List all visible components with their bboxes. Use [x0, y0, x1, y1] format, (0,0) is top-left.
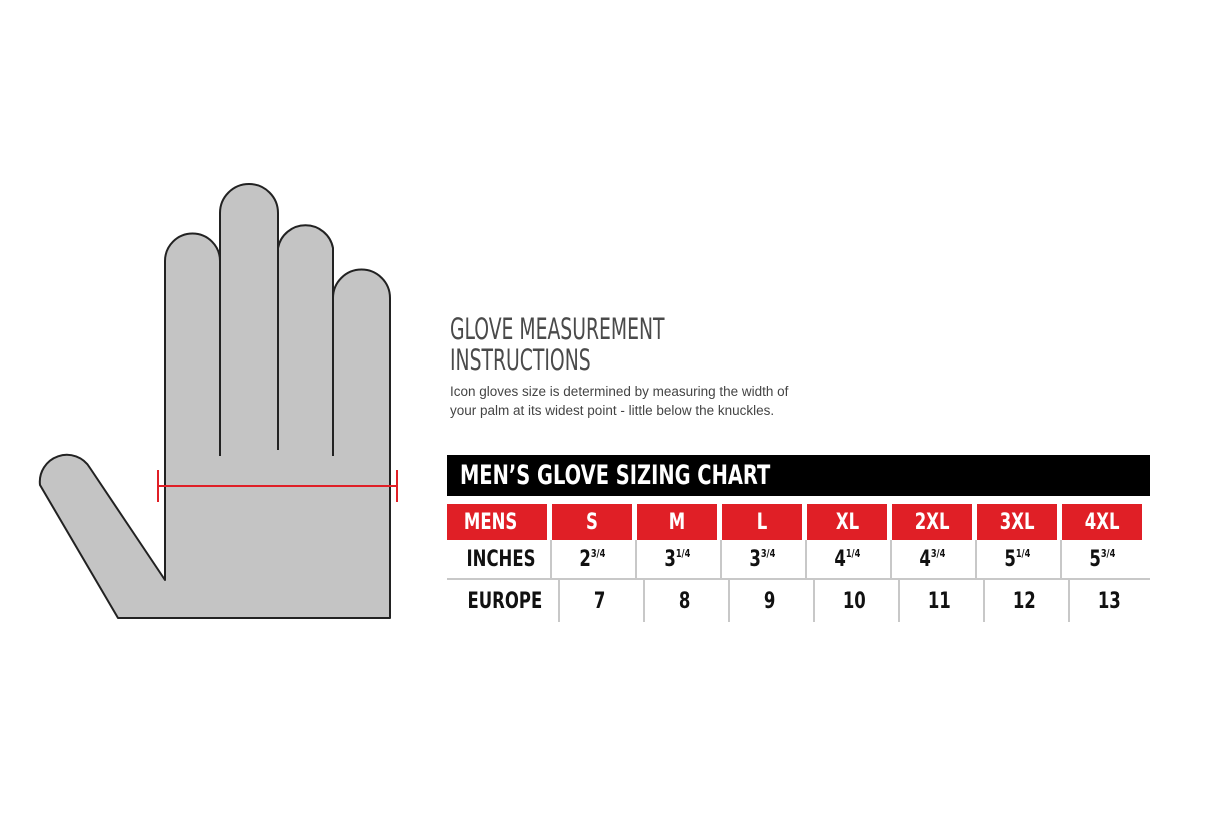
- europe-cell: 12: [982, 580, 1065, 622]
- header-label: MENS: [447, 504, 547, 540]
- size-cell: XL: [807, 504, 887, 540]
- europe-cell: 8: [642, 580, 725, 622]
- instructions-title: GLOVE MEASUREMENT INSTRUCTIONS: [450, 314, 664, 376]
- size-cell: 3XL: [977, 504, 1057, 540]
- europe-cell: 13: [1067, 580, 1150, 622]
- instructions-description: Icon gloves size is determined by measur…: [450, 384, 789, 418]
- size-cell: 2XL: [892, 504, 972, 540]
- inches-cell: 31/4: [635, 540, 717, 578]
- size-cell: 4XL: [1062, 504, 1142, 540]
- sizing-chart-title: MEN’S GLOVE SIZING CHART: [447, 455, 1150, 496]
- palm-measurement-line: [157, 470, 398, 502]
- europe-label: EUROPE: [467, 588, 543, 614]
- title-line-1: GLOVE MEASUREMENT: [450, 312, 665, 346]
- title-line-2: INSTRUCTIONS: [450, 343, 591, 377]
- inches-cell: 41/4: [805, 540, 887, 578]
- inches-cell: 51/4: [975, 540, 1057, 578]
- europe-cell: 9: [727, 580, 810, 622]
- inches-label: INCHES: [466, 546, 536, 572]
- inches-cell: 43/4: [890, 540, 972, 578]
- inches-cell: 33/4: [720, 540, 802, 578]
- size-cell: M: [637, 504, 717, 540]
- europe-cell: 11: [897, 580, 980, 622]
- europe-cell: 10: [812, 580, 895, 622]
- inches-cell: 53/4: [1060, 540, 1142, 578]
- size-cell: S: [552, 504, 632, 540]
- hand-outline: [38, 183, 391, 619]
- europe-cell: 7: [557, 580, 640, 622]
- inches-cell: 23/4: [550, 540, 632, 578]
- sizing-chart-title-text: MEN’S GLOVE SIZING CHART: [459, 460, 771, 491]
- size-cell: L: [722, 504, 802, 540]
